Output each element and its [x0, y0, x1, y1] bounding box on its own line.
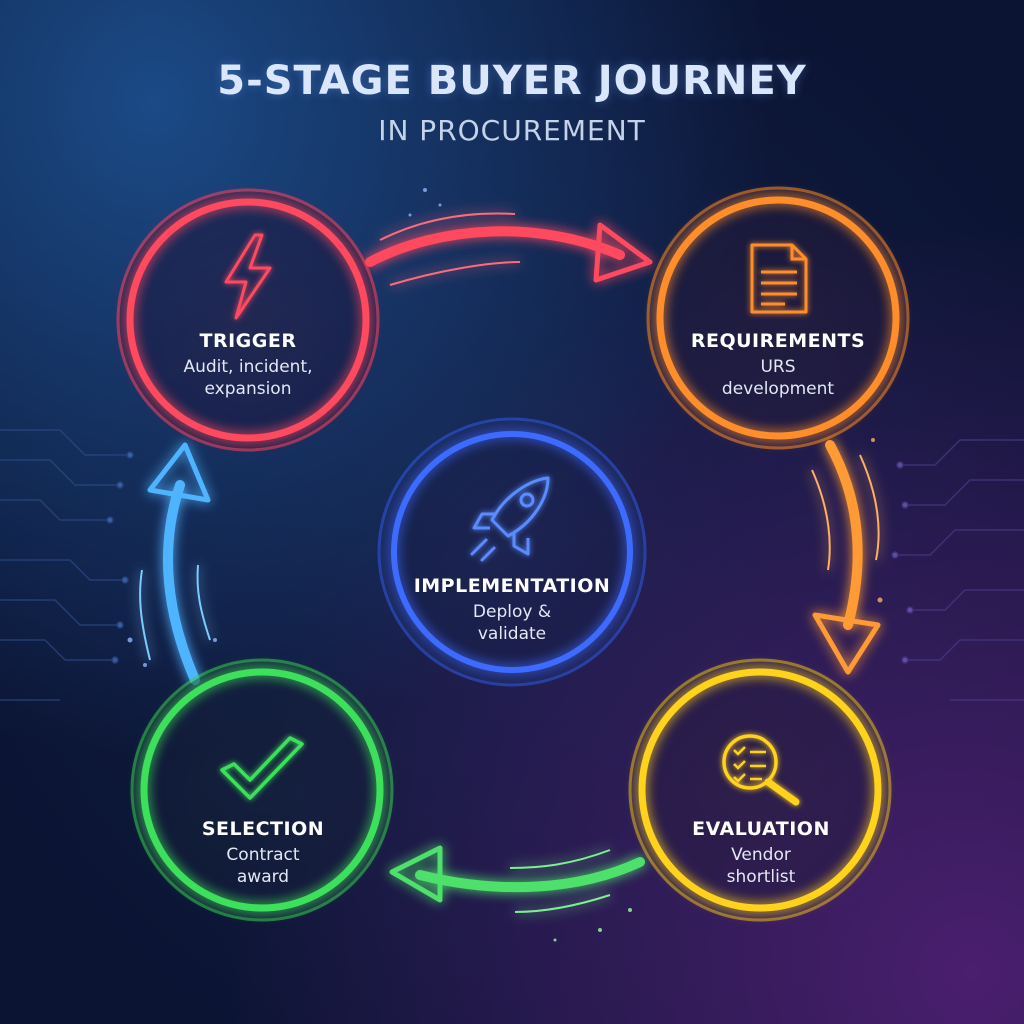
stage-title-selection: SELECTION [201, 818, 325, 840]
page-subtitle: IN PROCUREMENT [378, 114, 646, 147]
arrow-trigger-to-requirements [365, 212, 653, 286]
stage-desc-evaluation-line1: Vendor [731, 845, 791, 865]
stage-desc-selection-line2: award [236, 867, 290, 887]
document-icon [750, 243, 808, 314]
stage-desc-implementation-line2: validate [477, 624, 547, 644]
stage-title-implementation: IMPLEMENTATION [413, 575, 611, 597]
magnifier-checklist-icon [722, 734, 800, 806]
circle-implementation [377, 417, 647, 687]
circuit-lines-right [891, 439, 1024, 701]
rocket-icon [470, 476, 550, 562]
circuit-lines-left [0, 429, 134, 701]
stage-desc-trigger-line2: expansion [204, 379, 292, 399]
circle-evaluation [628, 658, 892, 922]
circle-trigger [116, 188, 380, 452]
arrow-selection-to-trigger [139, 442, 211, 685]
arrow-requirements-to-evaluation [811, 440, 881, 675]
lightning-icon [224, 233, 272, 320]
circle-requirements [646, 186, 910, 450]
stage-desc-requirements-line2: development [721, 379, 835, 399]
stage-title-trigger: TRIGGER [199, 330, 297, 352]
particle-dots [127, 188, 883, 942]
page-title: 5-STAGE BUYER JOURNEY [217, 58, 807, 104]
stage-desc-selection-line1: Contract [226, 845, 300, 865]
stage-desc-implementation-line1: Deploy & [472, 602, 552, 622]
circle-selection [130, 658, 394, 922]
stage-desc-evaluation-line2: shortlist [726, 867, 796, 887]
arrow-evaluation-to-selection [389, 845, 645, 913]
stage-title-requirements: REQUIREMENTS [690, 330, 866, 352]
stage-desc-requirements-line1: URS [760, 357, 796, 377]
checkmark-icon [220, 736, 304, 800]
stage-desc-trigger-line1: Audit, incident, [183, 357, 313, 377]
stage-title-evaluation: EVALUATION [692, 818, 830, 840]
